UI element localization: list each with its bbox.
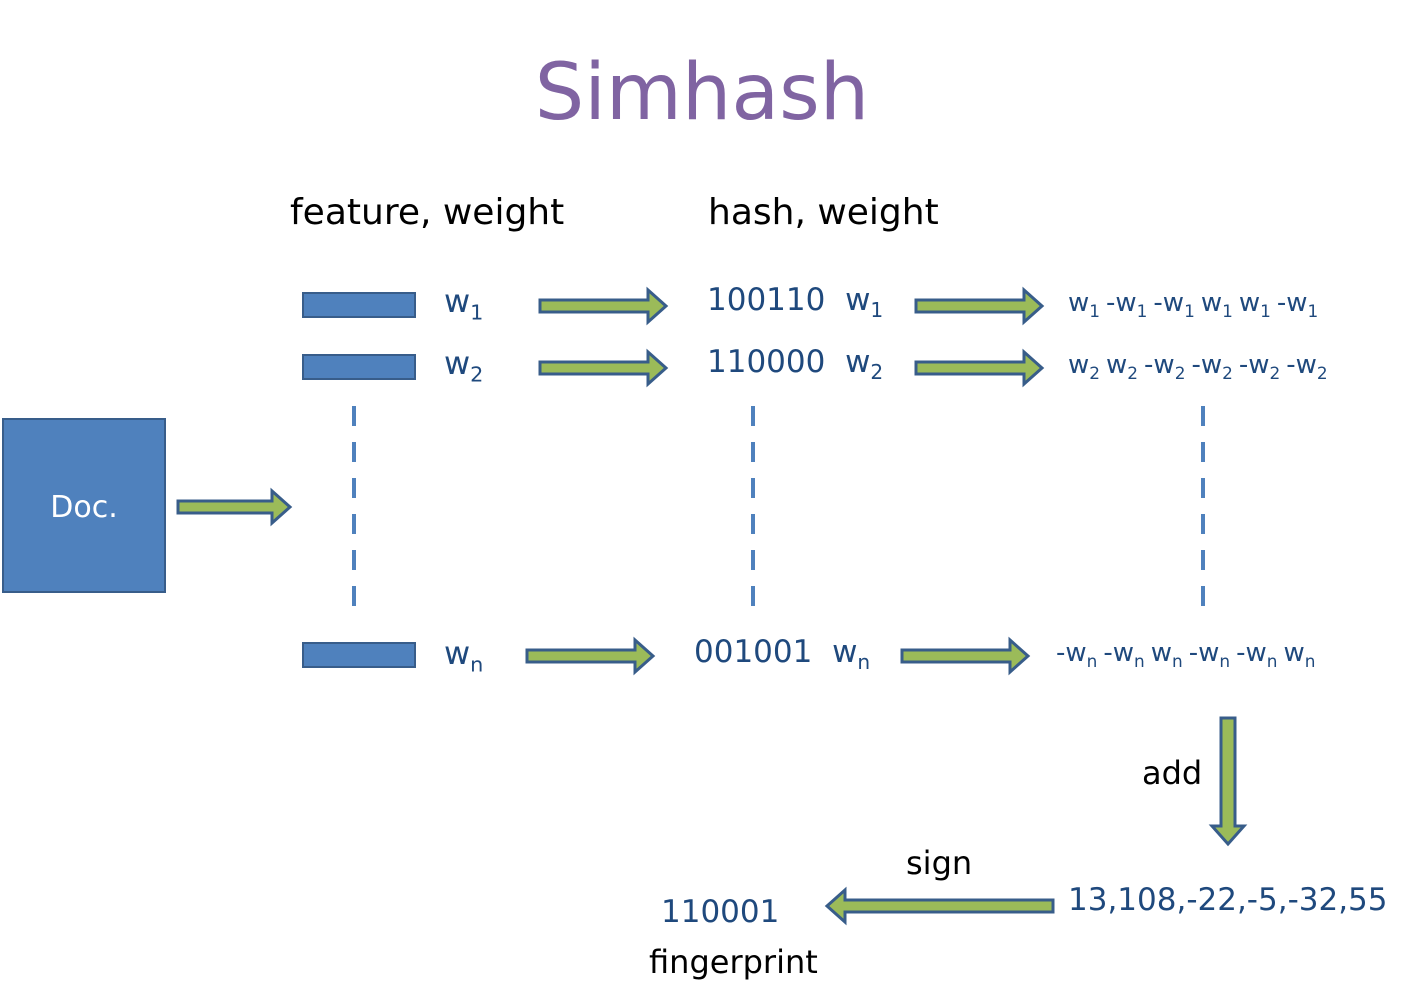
vector-term: w2 (1068, 350, 1101, 383)
fingerprint-value: 110001 (661, 894, 780, 930)
vector-term: -w1 (1276, 288, 1319, 321)
vector-term: -w1 (1153, 288, 1195, 321)
rown-hash-to-vector-arrow (900, 636, 1031, 676)
vector-term: w1 (1238, 288, 1271, 321)
vector-term: -wn (1056, 638, 1098, 671)
feature-bar-n (302, 642, 416, 668)
vector-term: -w2 (1144, 350, 1186, 383)
weight-n: wn (444, 634, 484, 677)
weight-1: w1 (444, 282, 484, 325)
feature-weight-header: feature, weight (290, 192, 565, 233)
vector-term: -wn (1188, 638, 1231, 671)
vector-term: -w2 (1191, 350, 1233, 383)
hash-row-2: 110000 w2 (707, 344, 884, 385)
vector-term: -w1 (1106, 288, 1148, 321)
sign-left-arrow (824, 886, 1055, 926)
add-label: add (1142, 754, 1203, 792)
row2-hash-to-vector-arrow (914, 348, 1045, 388)
hash-row-n: 001001 wn (694, 634, 871, 675)
vector-term: w1 (1068, 288, 1101, 321)
add-down-arrow (1208, 716, 1248, 847)
page-title: Simhash (534, 48, 870, 138)
document-label: Doc. (50, 490, 118, 525)
vector-term: wn (1150, 638, 1183, 671)
sum-vector: 13,108,-22,-5,-32,55 (1068, 882, 1388, 918)
vector-term: wn (1283, 638, 1316, 671)
hash-row-1: 100110 w1 (707, 282, 884, 323)
row1-hash-to-vector-arrow (914, 286, 1045, 326)
vector-term: -wn (1103, 638, 1145, 671)
fingerprint-label: fingerprint (649, 943, 818, 981)
vector-term: -w2 (1238, 350, 1281, 383)
vector-term: -w2 (1286, 350, 1328, 383)
rown-feature-to-hash-arrow (525, 636, 656, 676)
document-box: Doc. (2, 418, 166, 593)
vector-term: w1 (1200, 288, 1233, 321)
vector-term: w2 (1106, 350, 1139, 383)
doc-to-features-arrow (176, 487, 293, 527)
feature-bar-1 (302, 292, 416, 318)
row2-feature-to-hash-arrow (538, 348, 669, 388)
feature-bar-2 (302, 354, 416, 380)
hash-weight-header: hash, weight (708, 192, 939, 233)
row1-feature-to-hash-arrow (538, 286, 669, 326)
vector-term: -wn (1236, 638, 1278, 671)
weight-2: w2 (444, 344, 484, 387)
sign-label: sign (906, 844, 973, 882)
